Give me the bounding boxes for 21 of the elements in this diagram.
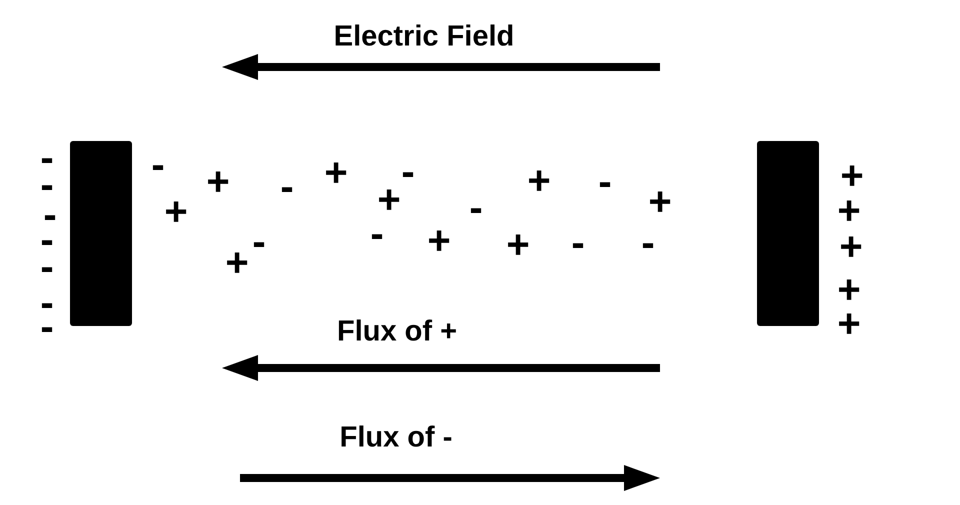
charge-sign: + (427, 221, 451, 261)
arrow-caption: Electric Field (334, 22, 514, 52)
charge-sign: - (252, 222, 266, 262)
charge-sign: + (648, 182, 672, 222)
charge-sign: - (151, 145, 165, 185)
charge-sign: - (571, 223, 585, 263)
electrode-plate (757, 141, 819, 326)
charge-sign: - (469, 188, 483, 228)
charge-sign: + (506, 225, 530, 265)
charge-sign: + (324, 153, 348, 193)
charge-sign: - (598, 162, 612, 202)
charge-sign: + (527, 161, 551, 201)
charge-sign: - (401, 152, 415, 192)
charge-sign: + (206, 162, 230, 202)
charge-sign: + (225, 243, 249, 283)
charge-sign: + (164, 192, 188, 232)
charge-sign: - (280, 167, 294, 207)
charge-sign: - (641, 223, 655, 263)
electrode-plate (70, 141, 132, 326)
arrow-caption: Flux of - (340, 424, 452, 452)
arrow-caption: Flux of + (336, 318, 458, 346)
